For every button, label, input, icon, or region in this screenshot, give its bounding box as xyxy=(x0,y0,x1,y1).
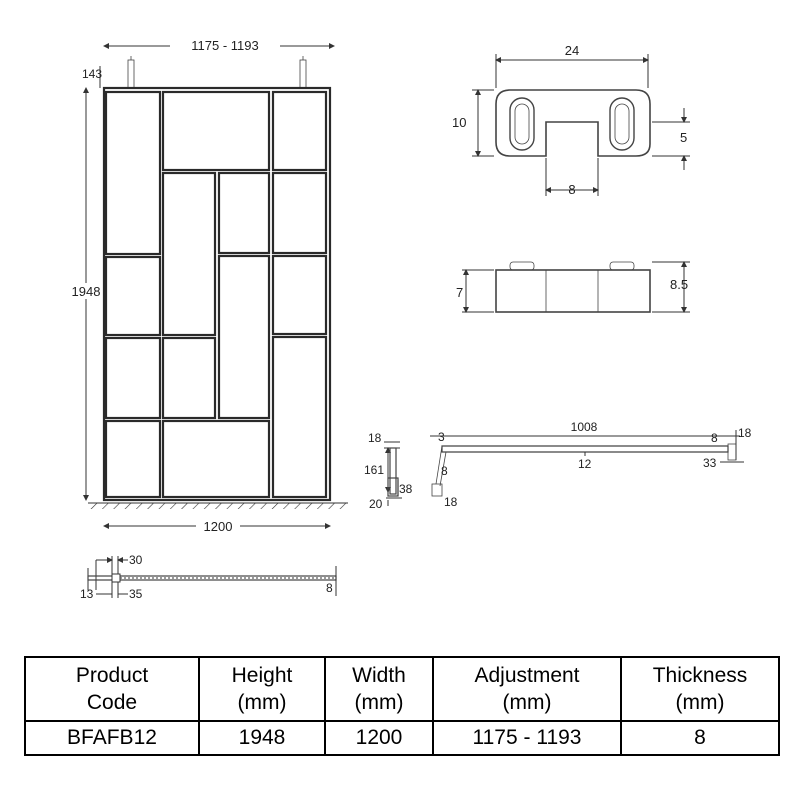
height-dimension-label: 1948 xyxy=(72,284,101,299)
panel-outer-frame xyxy=(102,86,332,502)
clamp-body xyxy=(495,89,651,157)
clamp-top-view: 24 10 5 8 xyxy=(452,43,690,197)
clamp-width-label: 24 xyxy=(565,43,579,58)
clamp-slot-right xyxy=(609,97,635,151)
spec-data-row: BFAFB12 1948 1200 1175 - 1193 8 xyxy=(24,720,780,756)
clamp-height-label: 10 xyxy=(452,115,466,130)
bar-end-offset-label: 33 xyxy=(703,456,717,470)
bar-clamp-gap-label: 8 xyxy=(711,431,718,445)
technical-drawing: 1175 - 1193 143 1948 xyxy=(70,38,752,601)
clamp-slot-width-label: 8 xyxy=(568,182,575,197)
header-thickness: Thickness(mm) xyxy=(620,656,780,722)
wall-bracket-right xyxy=(299,56,307,89)
bar-mid-label: 12 xyxy=(578,457,592,471)
clamp-side-total-label: 8.5 xyxy=(670,277,688,292)
cell-adjustment: 1175 - 1193 xyxy=(432,720,622,756)
header-adjustment: Adjustment(mm) xyxy=(432,656,622,722)
arm-bottom-label: 20 xyxy=(369,497,383,511)
bar-drop-foot-label: 18 xyxy=(444,495,458,509)
cell-product-code: BFAFB12 xyxy=(24,720,200,756)
panel-grid xyxy=(104,90,328,499)
adjustment-dimension-label: 1175 - 1193 xyxy=(191,38,258,53)
arm-foot-label: 38 xyxy=(399,482,413,496)
clamp-side-view: 7 8.5 xyxy=(456,261,690,313)
bar-end-height-label: 18 xyxy=(738,426,752,440)
profile-right-label: 35 xyxy=(129,587,143,601)
clamp-slot-depth-label: 5 xyxy=(680,130,687,145)
bar-length-label: 1008 xyxy=(571,420,598,434)
profile-left-label: 13 xyxy=(80,587,94,601)
cell-height: 1948 xyxy=(198,720,326,756)
header-height: Height(mm) xyxy=(198,656,326,722)
bracket-offset-label: 143 xyxy=(82,67,102,81)
glass-thickness-label: 8 xyxy=(326,581,333,595)
arm-length-label: 161 xyxy=(364,463,384,477)
support-arm-detail: 18 161 38 20 xyxy=(364,431,413,511)
cell-thickness: 8 xyxy=(620,720,780,756)
floor-hatch xyxy=(88,502,348,509)
clamp-screw-left xyxy=(509,261,535,271)
wall-bracket-left xyxy=(127,56,135,89)
arm-top-label: 18 xyxy=(368,431,382,445)
header-width: Width(mm) xyxy=(324,656,434,722)
width-dimension-label: 1200 xyxy=(204,519,233,534)
profile-plan-view: 30 13 35 8 xyxy=(80,553,337,601)
cell-width: 1200 xyxy=(324,720,434,756)
support-bar xyxy=(441,445,729,453)
bar-drop-label: 8 xyxy=(441,464,448,478)
clamp-side-body xyxy=(495,269,651,313)
clamp-screw-right xyxy=(609,261,635,271)
clamp-side-height-label: 7 xyxy=(456,285,463,300)
clamp-slot-left xyxy=(509,97,535,151)
support-bar-detail: 3 1008 8 18 12 8 18 33 xyxy=(430,420,752,509)
front-elevation: 1175 - 1193 143 1948 xyxy=(70,38,348,534)
bar-inner-label: 3 xyxy=(438,430,445,444)
profile-top-label: 30 xyxy=(129,553,143,567)
